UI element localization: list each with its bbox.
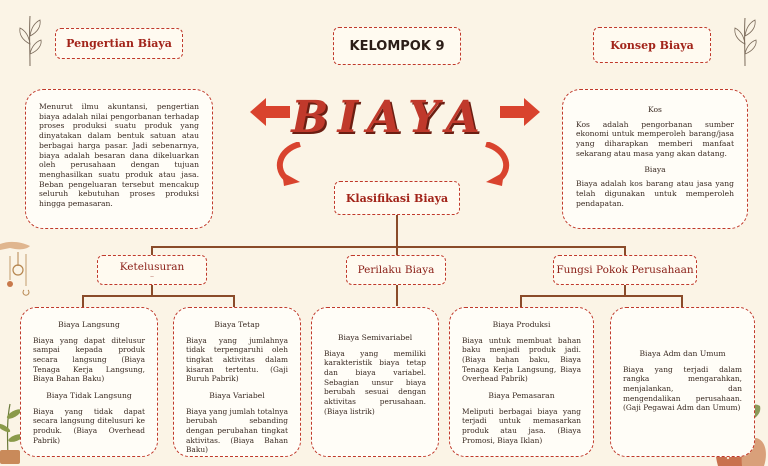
connector-bar (151, 246, 625, 248)
card-fungsi-2: Biaya Adm dan Umum Biaya yang terjadi da… (610, 307, 755, 457)
card2-text-2: Biaya yang jumlah totalnya berubah seban… (186, 406, 288, 455)
floral-sprig-icon (734, 17, 757, 66)
pengertian-box: Menurut ilmu akuntansi, pengertian biaya… (25, 89, 213, 229)
category-fungsi: Fungsi Pokok Perusahaan (553, 255, 697, 285)
right-title: Konsep Biaya (610, 38, 694, 52)
klasifikasi-box: Klasifikasi Biaya (334, 181, 460, 215)
category-ketelusuran-sub: .. (150, 272, 154, 279)
card-ketelusuran-1: Biaya Langsung Biaya yang dapat ditelusu… (20, 307, 158, 457)
left-title-box: Pengertian Biaya (55, 28, 183, 59)
category-ketelusuran-label: Ketelusuran (119, 261, 185, 273)
card1-heading-1: Biaya Langsung (58, 320, 120, 329)
group-title: KELOMPOK 9 (349, 38, 445, 54)
main-title: BIAYA (291, 92, 489, 143)
connector-c3-bar (520, 295, 682, 297)
floral-sprig-icon (19, 15, 42, 66)
konsep-heading-2: Biaya (644, 164, 666, 174)
card4-text-1: Biaya untuk membuat bahan baku menjadi p… (462, 335, 581, 384)
connector-c2 (396, 246, 398, 256)
curved-arrow-right-icon (484, 142, 510, 186)
curved-arrow-left-icon (276, 142, 302, 186)
card2-text-1: Biaya yang jumlahnya tidak terpengaruhi … (186, 335, 288, 384)
arrow-right-icon (500, 98, 540, 126)
connector-card4 (520, 295, 522, 307)
card5-heading-1: Biaya Adm dan Umum (639, 349, 726, 358)
card2-heading-2: Biaya Variabel (209, 390, 265, 400)
card-perilaku-1: Biaya Tetap Biaya yang jumlahnya tidak t… (173, 307, 301, 457)
group-title-box: KELOMPOK 9 (333, 27, 461, 65)
category-ketelusuran: Ketelusuran .. (97, 255, 207, 285)
connector-c1-down (151, 284, 153, 296)
card1-heading-2: Biaya Tidak Langsung (46, 390, 132, 400)
connector-c3 (624, 246, 626, 256)
card4-heading-1: Biaya Produksi (492, 320, 551, 329)
konsep-box: Kos Kos adalah pengorbanan sumber ekonom… (562, 89, 748, 229)
card4-heading-2: Biaya Pemasaran (488, 390, 555, 400)
right-title-box: Konsep Biaya (593, 27, 711, 63)
pengertian-text: Menurut ilmu akuntansi, pengertian biaya… (39, 102, 199, 209)
card-perilaku-2: Biaya Semivariabel Biaya yang memiliki k… (311, 307, 439, 457)
card4-text-2: Meliputi berbagai biaya yang terjadi unt… (462, 406, 581, 445)
connector-c3-down (624, 284, 626, 296)
konsep-heading-1: Kos (648, 105, 662, 114)
hand-with-moons-icon (0, 241, 30, 296)
connector-c1 (151, 246, 153, 256)
card5-text-1: Biaya yang terjadi dalam rangka mengarah… (623, 364, 742, 413)
card2-heading-1: Biaya Tetap (214, 320, 260, 329)
connector-card5 (681, 295, 683, 307)
connector-card1 (82, 295, 84, 307)
connector-c2-down (396, 284, 398, 306)
card1-text-1: Biaya yang dapat ditelusur sampai kepada… (33, 335, 145, 384)
card-fungsi-1: Biaya Produksi Biaya untuk membuat bahan… (449, 307, 594, 457)
arrow-left-icon (250, 98, 290, 126)
konsep-text-1: Kos adalah pengorbanan sumber ekonomi un… (576, 119, 734, 158)
connector-trunk (396, 215, 398, 247)
card1-text-2: Biaya yang tidak dapat secara langsung d… (33, 406, 145, 445)
konsep-text-2: Biaya adalah kos barang atau jasa yang t… (576, 179, 734, 208)
klasifikasi-title: Klasifikasi Biaya (345, 191, 449, 205)
category-perilaku-label: Perilaku Biaya (357, 264, 435, 276)
card3-text-1: Biaya yang memiliki karakteristik biaya … (324, 348, 426, 416)
connector-card2 (233, 295, 235, 307)
card3-heading-1: Biaya Semivariabel (337, 333, 413, 342)
plant-pot-icon (0, 403, 24, 464)
connector-c1-bar (82, 295, 234, 297)
left-title: Pengertian Biaya (66, 37, 172, 50)
category-fungsi-label: Fungsi Pokok Perusahaan (556, 264, 694, 276)
category-perilaku: Perilaku Biaya (346, 255, 446, 285)
